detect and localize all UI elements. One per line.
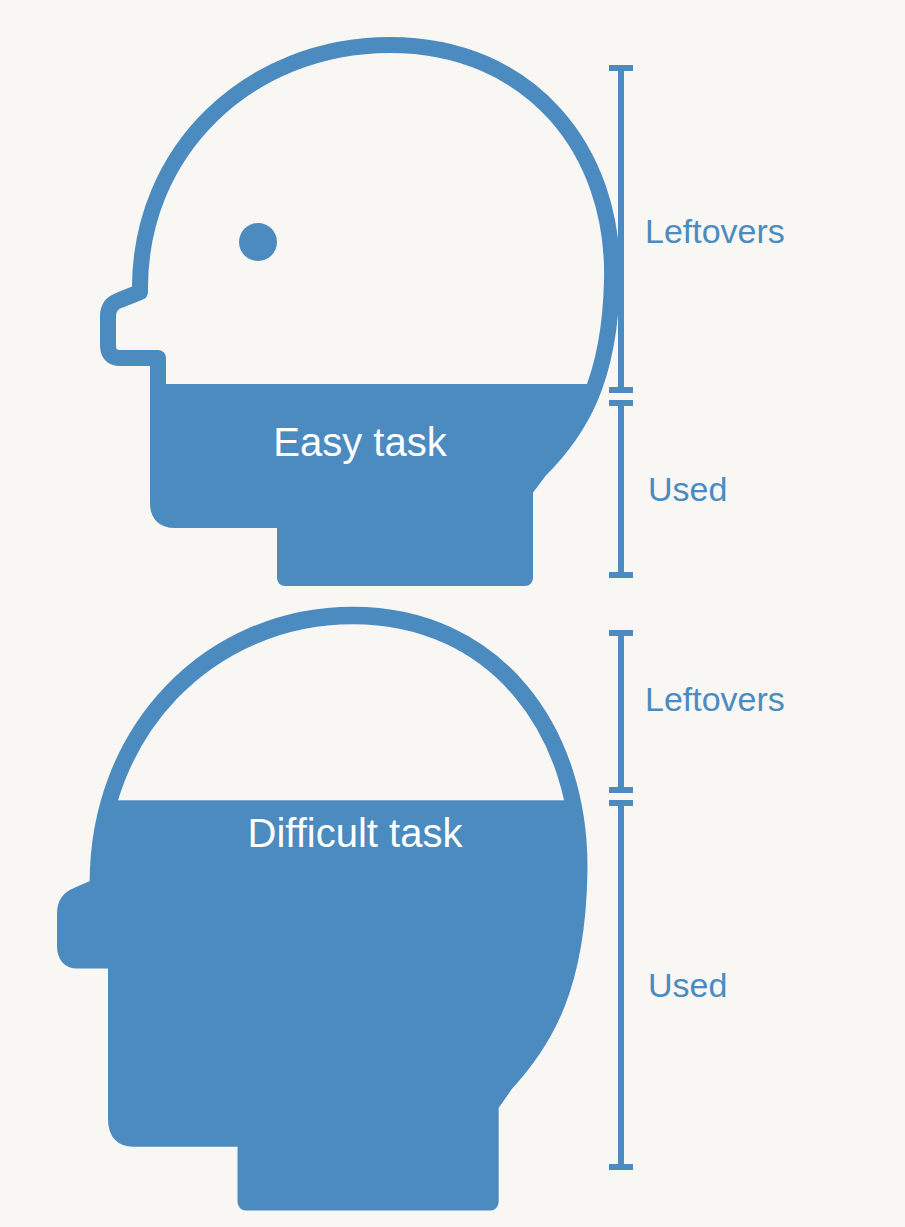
eye-dot <box>239 223 277 261</box>
bracket-label: Used <box>648 966 727 1005</box>
bracket-label: Leftovers <box>645 680 785 719</box>
task-name: Difficult task <box>248 810 463 856</box>
difficult-head <box>0 616 878 1227</box>
bracket-label: Leftovers <box>645 212 785 251</box>
head-region: Easy task <box>263 409 457 475</box>
brackets <box>609 68 633 1167</box>
used-fill <box>0 384 905 604</box>
used-fill <box>0 800 878 1227</box>
leftovers-bracket <box>609 68 633 390</box>
head-region: Difficult task <box>238 800 473 866</box>
used-bracket <box>609 403 633 575</box>
used-bracket <box>609 803 633 1167</box>
easy-head <box>0 45 905 604</box>
bracket-label: Used <box>648 470 727 509</box>
task-name: Easy task <box>273 419 447 465</box>
leftovers-bracket <box>609 633 633 790</box>
